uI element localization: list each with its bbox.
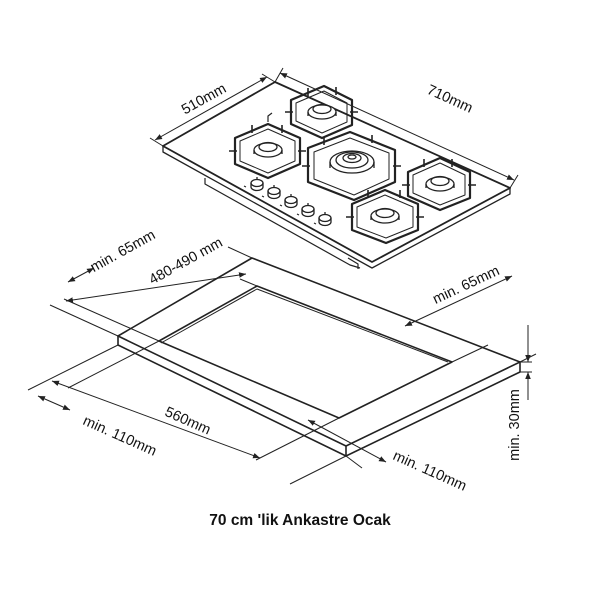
hob-dimension-lines [149, 67, 519, 189]
label-hob-width: 710mm [424, 82, 475, 117]
burner-center-wok [329, 150, 375, 174]
label-counter-thickness: min. 30mm [507, 389, 523, 461]
pan-support-bottom [346, 188, 424, 245]
burner-bottom [370, 207, 400, 224]
knob [284, 194, 298, 209]
knob [250, 177, 264, 192]
knob [318, 212, 332, 227]
knob [267, 185, 281, 200]
countertop-dimension-lines [27, 246, 537, 485]
label-cutout-width: 560mm [162, 404, 213, 438]
control-knobs [243, 177, 332, 227]
label-clearance-left-top: min. 65mm [88, 227, 158, 276]
burner-top [307, 103, 337, 120]
label-clearance-right-bottom: min. 110mm [390, 448, 468, 495]
diagram-caption: 70 cm 'lik Ankastre Ocak [209, 512, 391, 529]
burner-right [425, 175, 455, 192]
knob [301, 203, 315, 218]
hob-body [204, 178, 361, 269]
hob-front-edge [162, 146, 511, 269]
burner-left [253, 141, 283, 158]
label-clearance-left-bottom: min. 110mm [80, 413, 158, 460]
